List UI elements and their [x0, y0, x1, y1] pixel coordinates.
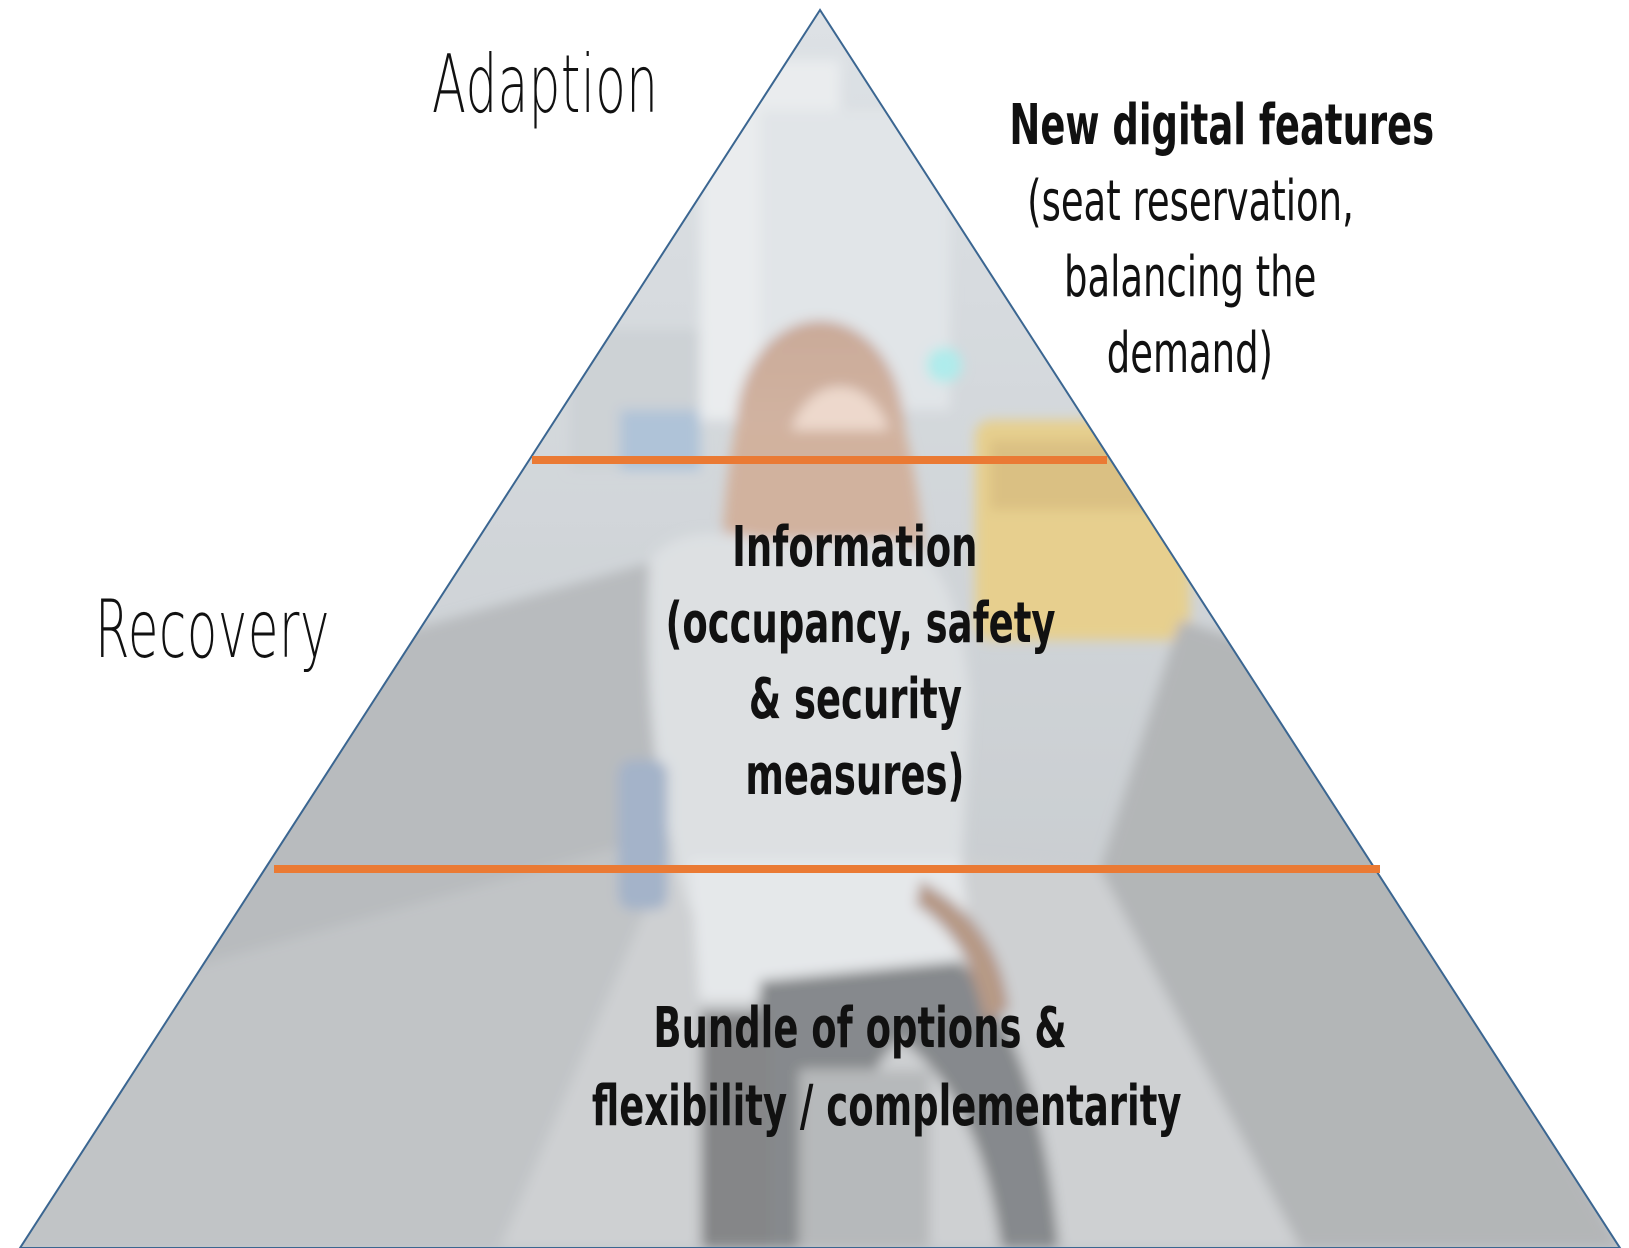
recovery-label: Recovery	[95, 583, 330, 676]
middle-tier-line: (occupancy, safety	[665, 591, 1056, 656]
bottom-tier-line: flexibility / complementarity	[591, 1074, 1182, 1139]
middle-tier-line: & security	[748, 667, 962, 732]
top-tier-line: demand)	[1106, 321, 1274, 386]
middle-tier-line: Information	[732, 515, 978, 580]
adaption-label: Adaption	[432, 38, 659, 131]
top-tier-line: balancing the	[1063, 245, 1317, 310]
bottom-tier-line: Bundle of options &	[653, 996, 1067, 1061]
top-tier-text: New digital features (seat reservation, …	[900, 88, 1480, 392]
top-tier-heading: New digital features	[1009, 93, 1435, 158]
bottom-tier-text: Bundle of options & flexibility / comple…	[440, 990, 1280, 1146]
middle-tier-text: Information (occupancy, safety & securit…	[565, 510, 1145, 814]
pyramid-outline	[18, 8, 1622, 1248]
middle-tier-line: measures)	[745, 743, 965, 808]
top-tier-line: (seat reservation,	[1026, 169, 1354, 234]
